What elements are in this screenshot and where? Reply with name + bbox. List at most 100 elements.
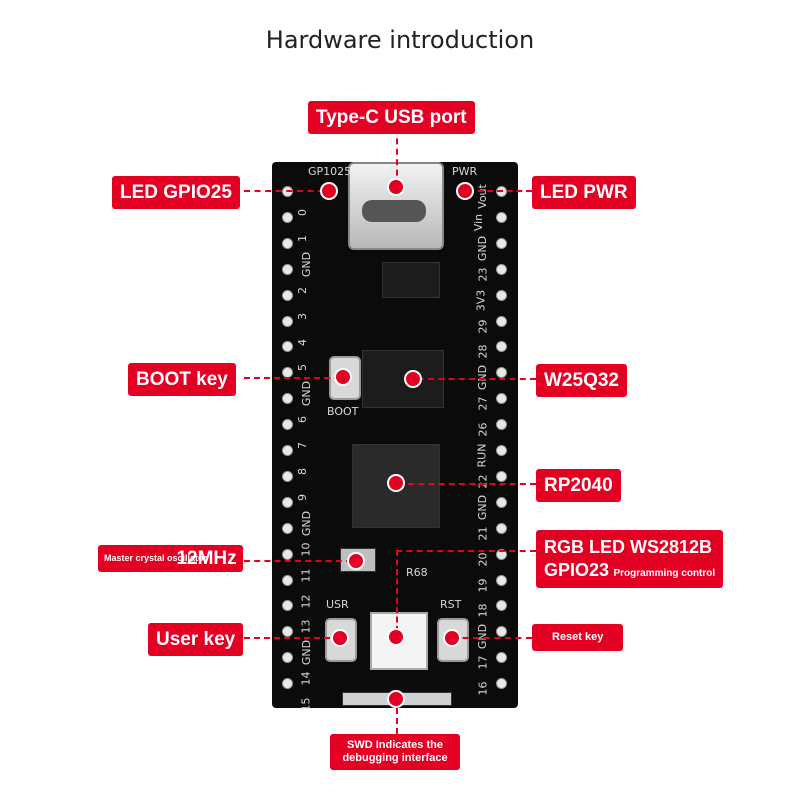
leader-mcu [398,483,536,485]
right-pin-label: 16 [476,681,490,696]
marker-usb [387,178,405,196]
left-pin-pad [282,548,293,560]
left-pin-pad [282,315,293,327]
silk-boot: BOOT [327,405,359,418]
right-pin-label: 26 [476,422,490,437]
marker-swd [387,690,405,708]
left-pin-label: 12 [299,594,313,608]
regulator-chip [382,262,440,298]
label-flash: W25Q32 [536,364,627,397]
leader-boot [244,377,340,379]
right-pin-pad [496,470,507,482]
left-pin-label: 7 [296,442,309,450]
right-pin-label: 23 [476,267,490,282]
left-pin-pad [282,496,293,508]
right-pin-pad [496,496,507,508]
marker-boot [334,368,352,386]
label-usb: Type-C USB port [308,101,475,134]
right-pin-pad [496,652,507,664]
right-pin-pad [496,341,507,353]
left-pin-label: GND [300,640,314,666]
right-pin-label: 19 [476,578,490,592]
marker-user [331,629,349,647]
right-pin-pad [496,548,507,560]
left-pin-label: 3 [296,312,309,320]
left-pin-pad [282,237,293,249]
page-title: Hardware introduction [265,26,535,54]
left-pin-pad [282,289,293,301]
label-swd: SWD Indicates the debugging interface [330,734,460,771]
label-reset: Reset key [532,624,624,651]
left-pin-label: 13 [299,619,313,634]
right-pin-label: 20 [476,552,490,567]
left-pin-label: 5 [296,364,309,372]
left-pin-label: 11 [299,568,313,583]
left-pin-pad [282,470,293,482]
left-pin-pad [282,626,293,638]
right-pin-pad [496,237,507,249]
left-pin-label: GND [300,510,314,536]
label-rgb-line2: GPIO23 [544,559,610,580]
right-pin-label: GND [476,494,490,520]
left-pin-pad [282,522,293,534]
right-pin-label: 22 [476,474,490,489]
right-pin-label: Vout [475,184,489,209]
left-pin-pad [282,600,293,612]
right-pin-pad [496,445,507,456]
leader-usb [396,128,398,186]
leader-rgb [396,550,536,552]
label-crystal: Master crystal oscillator 12MHz [98,545,243,572]
marker-mcu [387,474,405,492]
left-pin-label: 8 [296,468,309,475]
marker-reset [443,629,461,647]
silk-r68: R68 [406,566,428,579]
left-pin-label: 10 [299,542,313,557]
label-rgb: RGB LED WS2812B GPIO23 Programming contr… [536,530,724,588]
right-pin-label: 3V3 [474,289,488,311]
right-pin-pad [496,211,507,223]
label-mcu: RP2040 [536,469,621,502]
label-rgb-line1: RGB LED WS2812B [544,537,713,557]
left-pin-label: 6 [296,416,309,424]
right-pin-pad [496,626,507,638]
right-pin-label: 21 [476,526,490,541]
label-rgb-small: Programming control [613,567,716,579]
leader-reset [452,637,532,639]
left-pin-pad [282,393,293,405]
rgb-led-component [370,612,428,670]
left-pin-pad [282,678,293,690]
label-crystal-small: Master crystal oscillator [104,552,208,563]
right-pin-pad [496,678,507,690]
left-pin-label: 9 [296,493,309,501]
left-pin-label: 2 [296,286,309,294]
left-pin-label: 1 [296,234,309,242]
silk-pwr: PWR [452,165,478,178]
left-pin-label: 14 [299,671,313,686]
right-pin-label: RUN [475,443,489,468]
leader-led-pwr [468,190,532,192]
leader-crystal [244,560,352,562]
marker-rgb [387,628,405,646]
left-pin-label: 0 [296,209,309,216]
label-crystal-big: 12MHz [176,548,237,569]
label-user: User key [148,623,244,656]
leader-rgb-vertical [396,550,398,632]
leader-user [244,637,340,639]
left-pin-label: 15 [299,697,313,712]
right-pin-label: 17 [476,655,490,670]
right-pin-pad [496,419,507,431]
silk-rst: RST [440,598,462,611]
right-pin-pad [496,367,507,379]
right-pin-label: GND [476,235,490,261]
right-pin-label: 29 [476,319,490,333]
marker-led-pwr [456,182,474,200]
marker-crystal [347,552,365,570]
user-button[interactable] [325,618,357,662]
label-led-gpio: LED GPIO25 [112,176,240,209]
silk-gp25: GP1025 [308,165,352,178]
label-boot: BOOT key [128,363,236,396]
left-pin-label: 4 [296,338,309,346]
right-pin-pad [496,263,507,275]
left-pin-label: GND [300,251,314,277]
left-pin-pad [282,211,293,223]
